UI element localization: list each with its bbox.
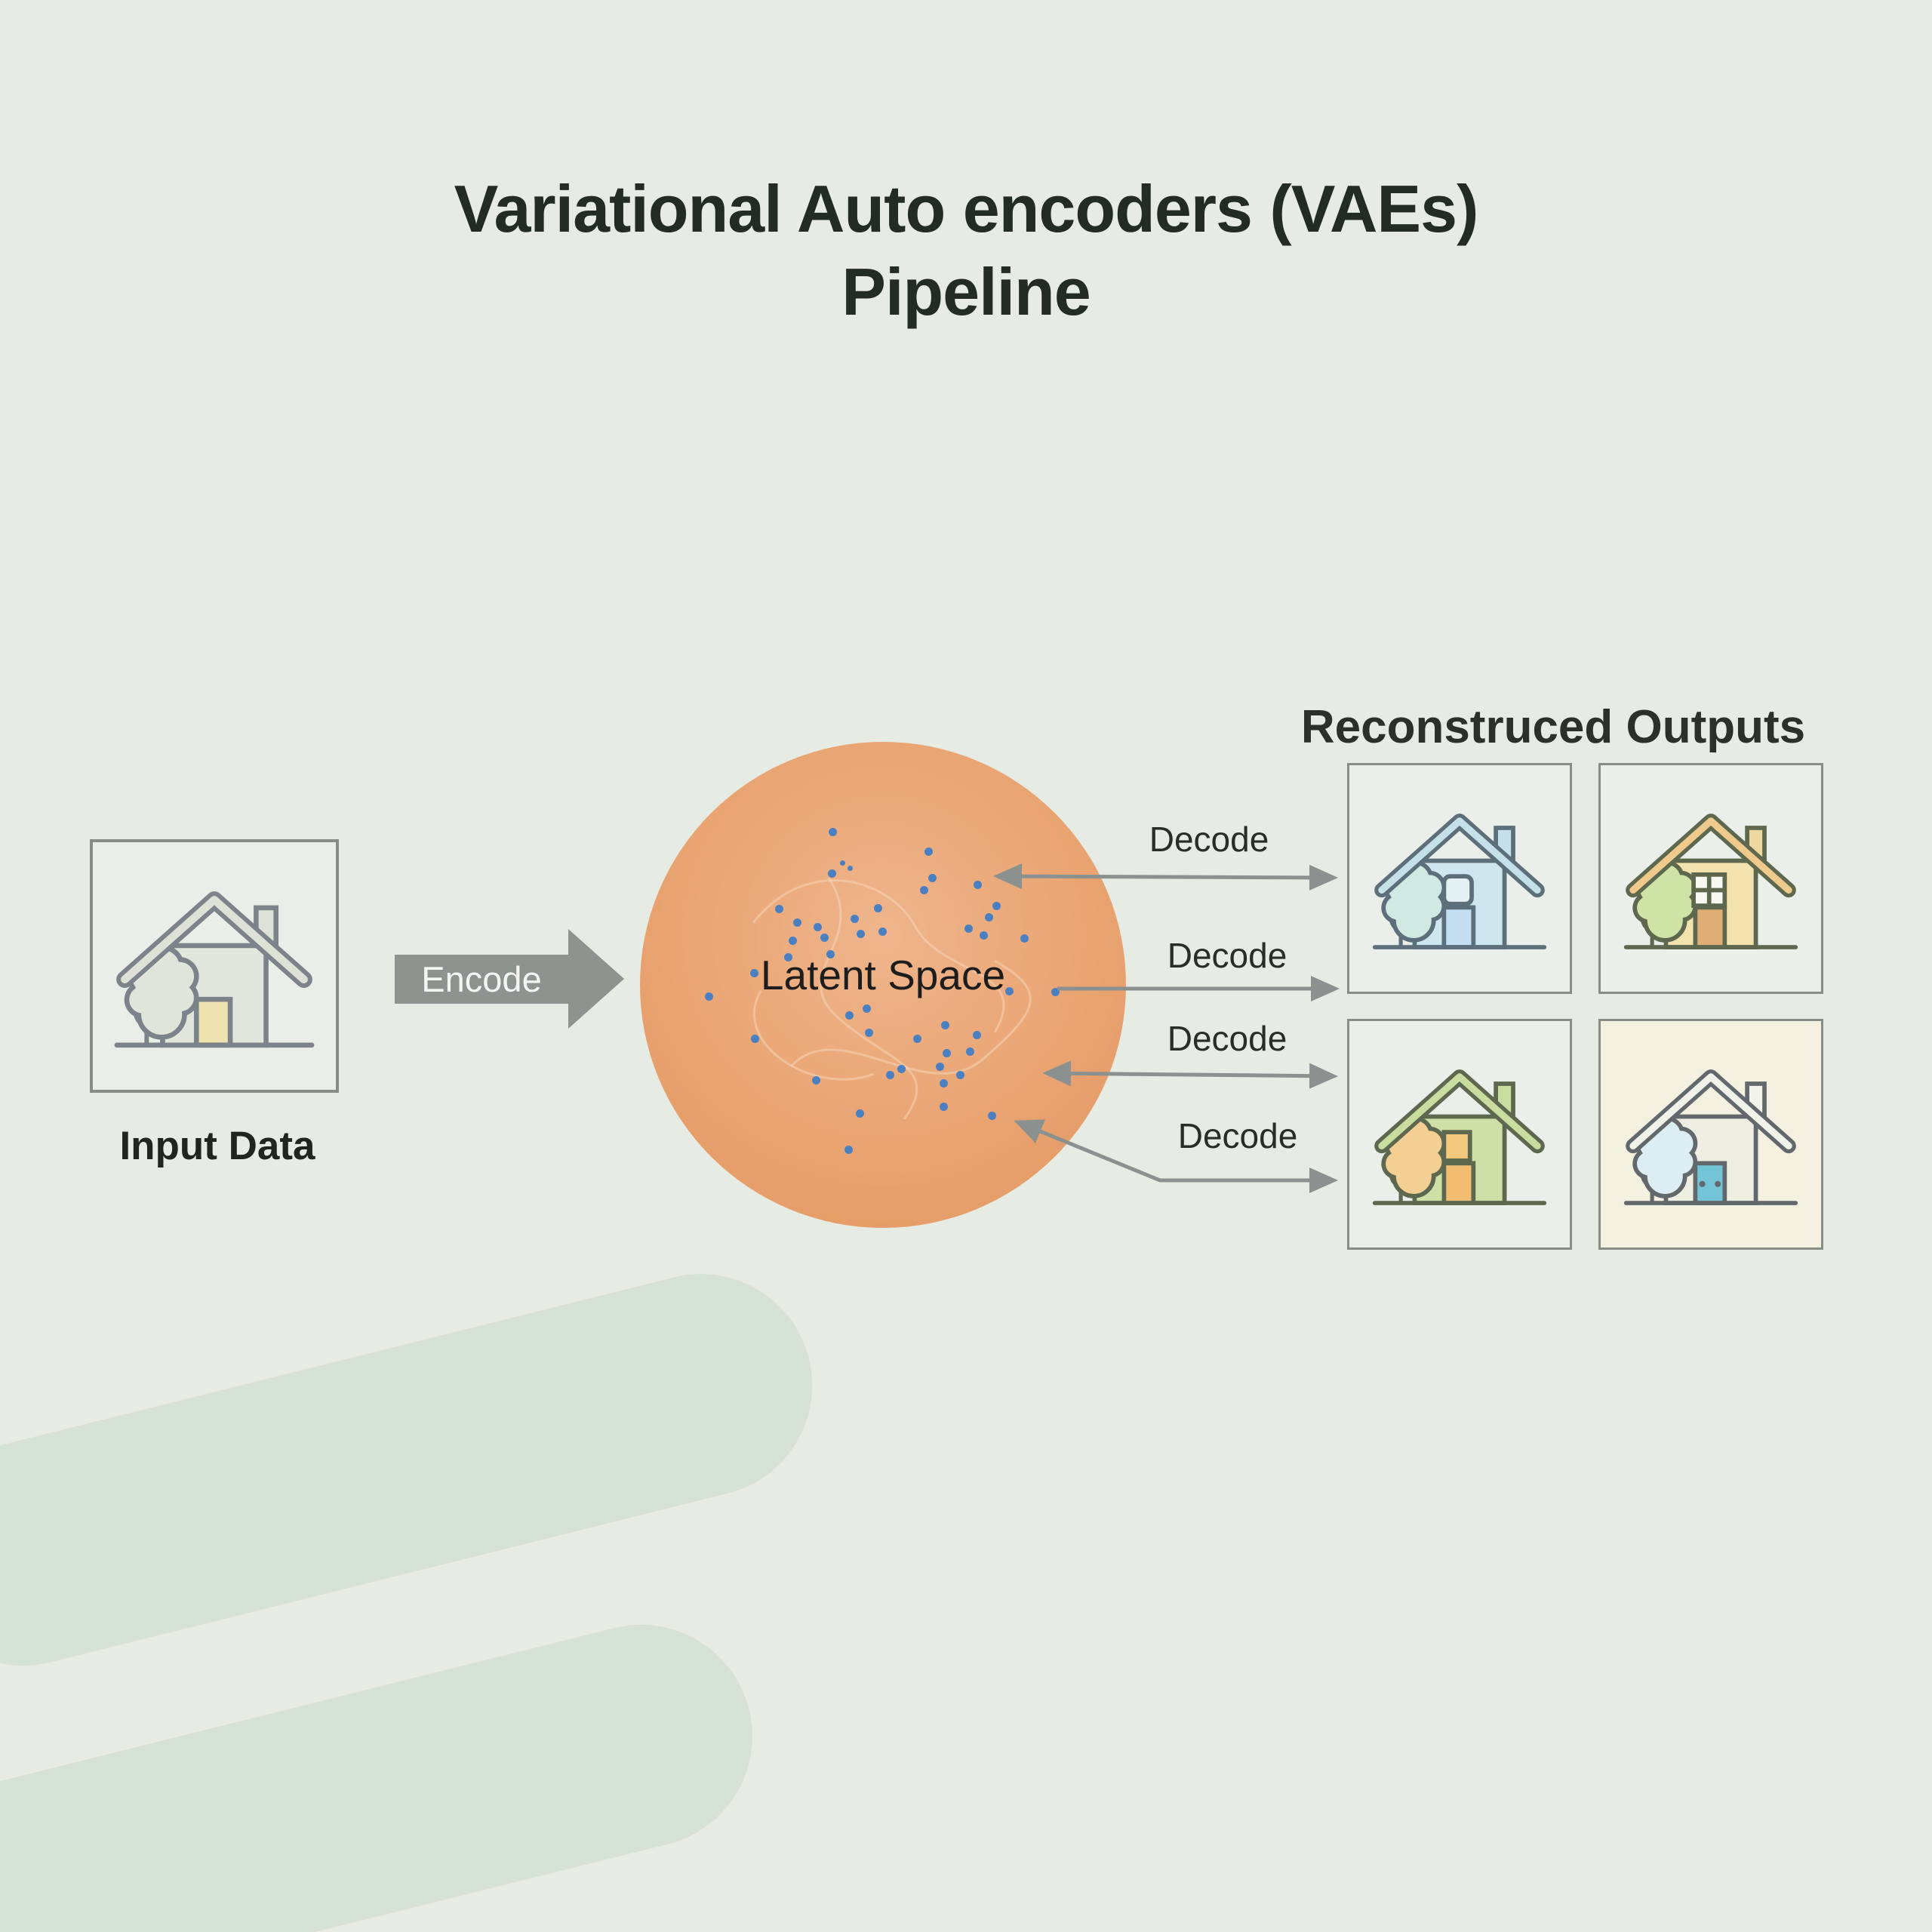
latent-dot (750, 1034, 759, 1043)
decode-arrow-3 (1042, 1060, 1338, 1089)
latent-dot (985, 912, 994, 921)
output-house-icon-2 (1616, 798, 1806, 958)
encode-arrow (395, 929, 624, 1029)
latent-dot (964, 924, 974, 934)
input-house-icon (105, 874, 324, 1058)
latent-dot (820, 933, 829, 942)
latent-dot (992, 901, 1001, 910)
reconstructed-outputs-heading: Reconstruced Outputs (1300, 701, 1806, 753)
latent-dot (1051, 987, 1060, 996)
latent-dot (941, 1021, 950, 1030)
latent-dot (844, 1146, 854, 1155)
latent-dot (828, 869, 837, 878)
latent-dot (828, 827, 837, 836)
latent-dot (943, 1049, 952, 1057)
decode-label-2: Decode (1167, 936, 1287, 975)
input-data-label: Input Data (119, 1124, 315, 1168)
latent-dot (857, 930, 866, 939)
decode-label-1: Decode (1149, 820, 1269, 859)
latent-dot (939, 1078, 948, 1088)
page-title-line1: Variational Auto encoders (VAEs) (454, 171, 1479, 246)
latent-dot (813, 923, 822, 932)
latent-dot (855, 1109, 864, 1118)
latent-dot (924, 847, 933, 856)
latent-dot (873, 904, 882, 913)
latent-dot (966, 1048, 975, 1057)
output-box-3 (1347, 1019, 1572, 1250)
latent-dot (988, 1112, 997, 1121)
decode-label-3: Decode (1167, 1019, 1287, 1058)
latent-dot (850, 915, 859, 924)
decode-label-4: Decode (1177, 1116, 1298, 1155)
latent-dot (847, 866, 853, 872)
latent-dot (784, 953, 793, 962)
output-house-icon-1 (1364, 798, 1555, 958)
latent-dot (973, 1031, 982, 1040)
latent-dot (865, 1028, 874, 1037)
decode-arrow-1 (993, 863, 1338, 891)
latent-dot (775, 904, 784, 913)
latent-dot (1020, 934, 1029, 943)
latent-dot (750, 968, 759, 977)
latent-dot (912, 1034, 921, 1043)
latent-space-label: Latent Space (760, 952, 1006, 998)
input-data-box (90, 839, 339, 1093)
latent-squiggle-lines (752, 877, 1032, 1120)
latent-dot (897, 1065, 906, 1074)
latent-dot (919, 886, 928, 895)
latent-dot (789, 937, 798, 946)
output-box-2 (1598, 763, 1823, 994)
latent-dot (811, 1076, 820, 1085)
latent-dot (936, 1063, 945, 1072)
output-house-icon-3 (1364, 1054, 1555, 1214)
latent-dot (862, 1004, 871, 1013)
latent-dot (980, 931, 989, 940)
page-title-line2: Pipeline (841, 254, 1091, 329)
latent-dot (956, 1070, 965, 1079)
latent-dot (885, 1070, 894, 1079)
latent-dot (928, 874, 937, 883)
latent-dot (878, 928, 888, 936)
output-box-1 (1347, 763, 1572, 994)
latent-dot (826, 950, 835, 959)
latent-dot (973, 881, 982, 890)
latent-dot (1005, 987, 1014, 996)
latent-dot (792, 918, 801, 927)
decode-arrow-4 (1014, 1119, 1338, 1193)
output-house-icon-4 (1616, 1054, 1806, 1214)
page-title: Variational Auto encoders (VAEs) Pipelin… (0, 168, 1932, 334)
encode-label: Encode (421, 959, 542, 999)
output-box-4 (1598, 1019, 1823, 1250)
latent-dot (939, 1102, 948, 1111)
latent-dot (844, 1011, 854, 1020)
latent-dot (705, 992, 714, 1001)
latent-dot (839, 860, 845, 866)
